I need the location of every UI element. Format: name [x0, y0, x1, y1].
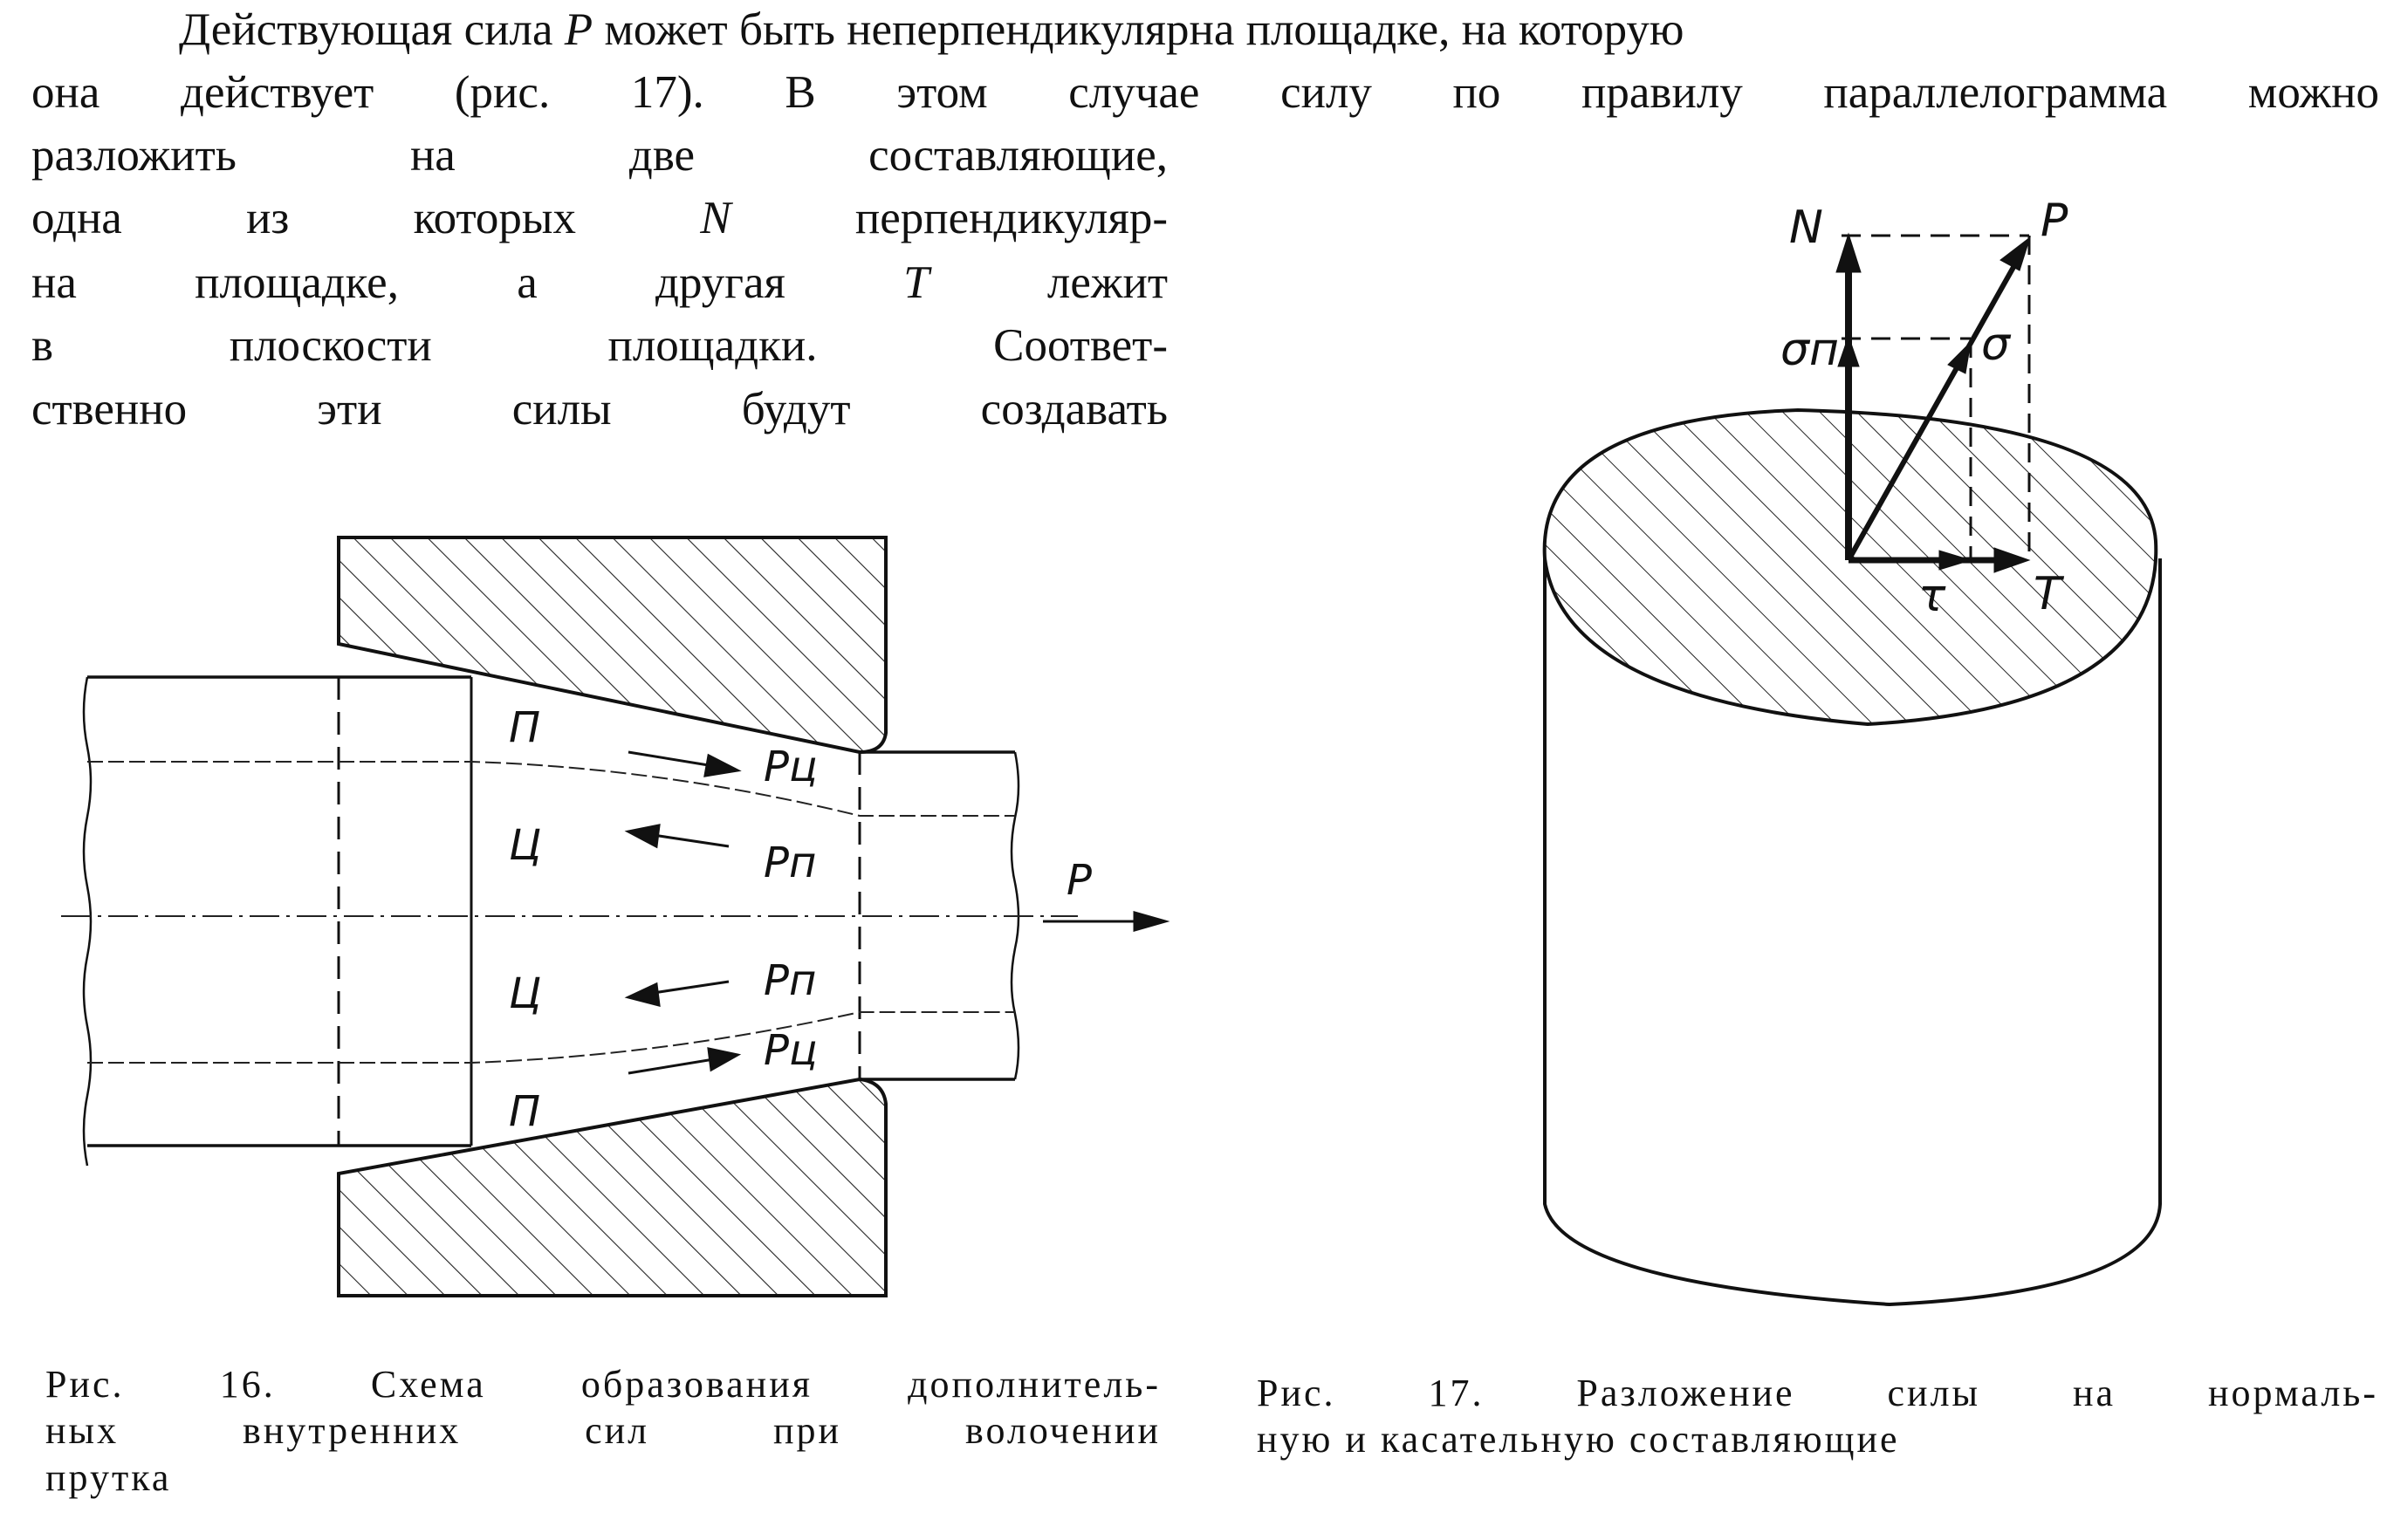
var-n: N — [700, 193, 731, 243]
paragraph-line-1: Действующая сила P может быть неперпенди… — [179, 4, 1684, 55]
label-t: T — [2034, 568, 2065, 620]
var-p: P — [564, 4, 593, 55]
figure-16-caption-line-2: ных внутренних сил при волочении — [45, 1409, 1161, 1452]
figure-17-diagram: N P σп σ τ T — [1542, 195, 2162, 1307]
figure-16-caption-line-3: прутка — [45, 1456, 172, 1499]
label-p-top: П — [509, 703, 540, 752]
label-c-bottom: Ц — [509, 969, 541, 1018]
figure-16-caption-line-1: Рис. 16. Схема образования дополнитель- — [45, 1363, 1161, 1406]
label-c-top: Ц — [509, 821, 541, 870]
label-p-bottom: П — [509, 1087, 540, 1136]
label-p: P — [2041, 195, 2068, 247]
cylinder-top-face — [1542, 407, 2158, 727]
paragraph-line-5: на площадке, а другая T лежит — [31, 257, 1168, 308]
paragraph-line-6: в плоскости площадки. Соответ- — [31, 320, 1168, 371]
var-t: T — [903, 257, 929, 308]
label-pp-top: Pп — [764, 838, 816, 887]
label-sigma: σ — [1981, 318, 2012, 371]
label-pp-bottom: Pп — [764, 956, 816, 1005]
label-n: N — [1789, 202, 1823, 254]
cylinder-body — [1543, 558, 2162, 1307]
label-tau: τ — [1918, 570, 1946, 622]
label-force-p: P — [1067, 856, 1092, 905]
die-top — [337, 536, 888, 755]
die-bottom — [337, 1077, 888, 1297]
label-pc-bottom: Pц — [764, 1026, 818, 1075]
label-pc-top: Pц — [764, 743, 818, 791]
paragraph-line-2: она действует (рис. 17). В этом случае с… — [31, 67, 2379, 118]
figure-16-diagram: П Ц Ц П Pц Pп Pп Pц P — [61, 536, 1170, 1297]
figure-17-caption-line-1: Рис. 17. Разложение силы на нормаль- — [1257, 1372, 2378, 1414]
paragraph-line-4: одна из которых N перпендикуляр- — [31, 193, 1168, 243]
paragraph-line-7: ственно эти силы будут создавать — [31, 384, 1168, 435]
label-sigma-n: σп — [1780, 324, 1839, 376]
paragraph-line-3: разложить на две составляющие, — [31, 130, 1168, 181]
figure-17-caption-line-2: ную и касательную составляющие — [1257, 1418, 1900, 1461]
